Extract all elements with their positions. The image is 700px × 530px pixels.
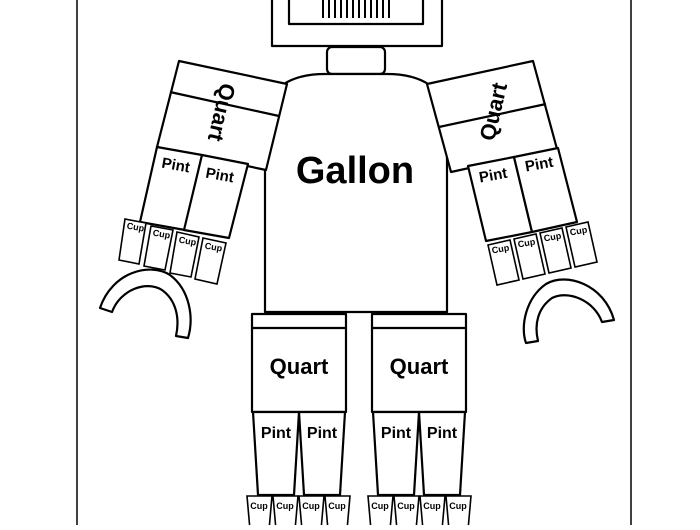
right-arm-cup-1-label: Cup [491, 243, 510, 256]
left-arm: Quart Pint Pint Cup Cup Cup Cup [98, 59, 289, 340]
gallon-body: Gallon [263, 72, 449, 314]
left-arm-pint-2-label: Pint [204, 165, 235, 187]
left-leg-pint-2: Pint [297, 410, 347, 497]
left-leg-cup-1: Cup [246, 495, 273, 530]
left-leg-cup-3: Cup [298, 495, 325, 530]
left-leg-pint-2-label: Pint [307, 425, 338, 442]
right-leg-quart-label: Quart [390, 354, 449, 379]
left-arm-claw [98, 268, 192, 340]
left-leg-cup-3-label: Cup [302, 501, 320, 511]
right-arm-quart: Quart [425, 59, 559, 174]
right-leg-pint-2-label: Pint [427, 425, 458, 442]
right-arm-pint-2-label: Pint [524, 154, 555, 176]
right-leg-quart: Quart [370, 312, 468, 414]
right-leg-cup-4: Cup [445, 495, 472, 530]
right-arm-cup-4: Cup [565, 221, 598, 268]
left-arm-cup-2: Cup [143, 225, 174, 271]
left-arm-cup-4: Cup [194, 237, 227, 285]
left-arm-cup-3-label: Cup [178, 235, 197, 248]
robot-head [270, 0, 444, 48]
right-leg-cup-1-label: Cup [371, 501, 389, 511]
robot-neck [325, 45, 387, 76]
robot-mouth-grill [322, 0, 390, 18]
right-arm-cup-2: Cup [513, 233, 546, 280]
left-leg-cup-4-label: Cup [328, 501, 346, 511]
right-leg-pint-1-label: Pint [381, 425, 412, 442]
left-leg-pint-1-label: Pint [261, 425, 292, 442]
right-arm-cup-3-label: Cup [543, 231, 562, 244]
left-leg-cup-2-label: Cup [276, 501, 294, 511]
left-leg-pint-1: Pint [251, 410, 301, 497]
right-arm-cup-2-label: Cup [517, 237, 536, 250]
right-leg: Quart Pint Pint Cup Cup Cup Cup [367, 312, 472, 530]
left-leg-quart-label: Quart [270, 354, 329, 379]
right-arm-cup-1: Cup [487, 239, 520, 286]
left-arm-pint-2: Pint [182, 153, 250, 240]
left-arm-quart: Quart [155, 59, 289, 172]
left-leg-cup-2: Cup [272, 495, 299, 530]
right-leg-pint-1: Pint [371, 410, 421, 497]
right-arm: Quart Pint Pint Cup Cup Cup Cup [425, 59, 616, 345]
left-arm-pint-1-label: Pint [160, 155, 191, 177]
right-arm-cup-4-label: Cup [569, 225, 588, 238]
right-leg-pint-2: Pint [417, 410, 467, 497]
left-arm-cup-4-label: Cup [204, 241, 223, 254]
left-leg-cup-4: Cup [324, 495, 351, 530]
left-leg-quart: Quart [250, 312, 348, 414]
left-leg: Quart Pint Pint Cup Cup Cup Cup [246, 312, 351, 530]
left-leg-cup-1-label: Cup [250, 501, 268, 511]
right-leg-cup-3: Cup [419, 495, 446, 530]
right-arm-pint-1-label: Pint [478, 165, 509, 187]
right-arm-pint-2: Pint [512, 146, 579, 234]
right-arm-cup-3: Cup [539, 227, 572, 274]
right-leg-cup-2-label: Cup [397, 501, 415, 511]
left-arm-cup-3: Cup [169, 231, 200, 278]
left-arm-cup-2-label: Cup [152, 228, 171, 241]
right-leg-cup-2: Cup [393, 495, 420, 530]
left-arm-cup-1-label: Cup [126, 221, 145, 234]
right-arm-claw [522, 278, 616, 345]
right-leg-cup-4-label: Cup [449, 501, 467, 511]
gallon-label: Gallon [296, 150, 414, 192]
right-leg-cup-3-label: Cup [423, 501, 441, 511]
right-leg-cup-1: Cup [367, 495, 394, 530]
left-arm-cup-1: Cup [118, 218, 147, 265]
